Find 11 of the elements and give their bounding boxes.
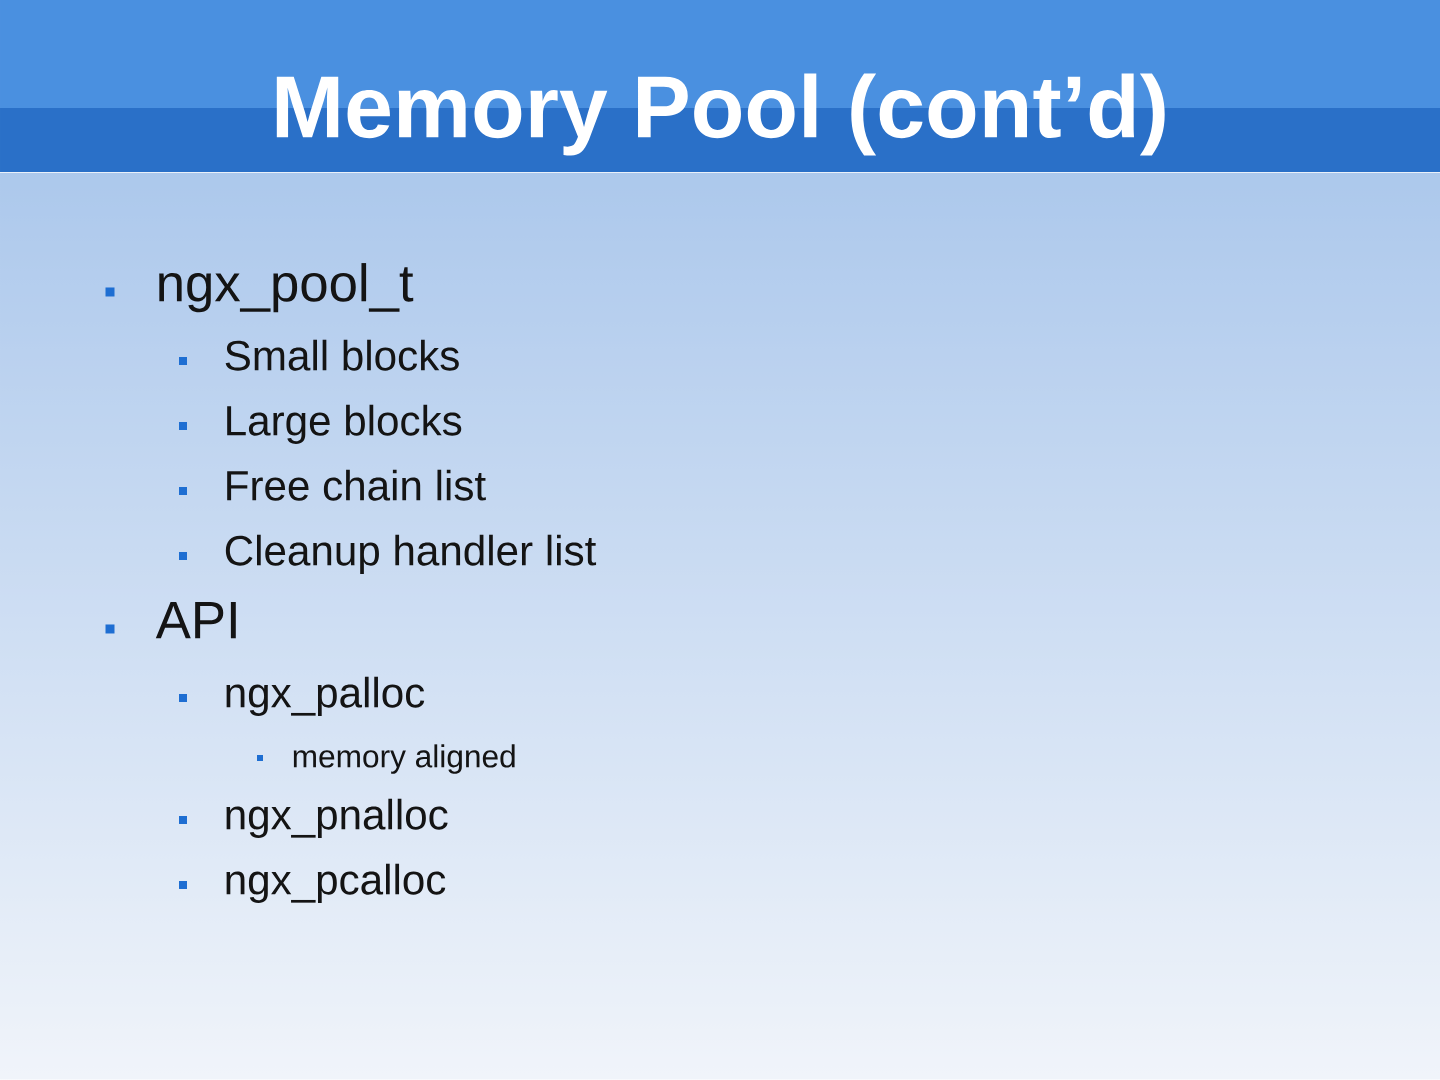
bullet-text: Small blocks (225, 339, 459, 371)
bullet-text: Cleanup handler list (225, 534, 597, 575)
bullet-text: Free chain list (227, 469, 486, 501)
bullet-text: Large blocks (227, 404, 462, 445)
bullet-text: ngx_palloc (226, 676, 425, 717)
bullet-text: API (155, 602, 236, 639)
bullet-text: ngx_pnalloc (226, 798, 448, 839)
bullet-text: memory aligned (293, 744, 515, 774)
bullet-text: ngx_pool_t (159, 263, 414, 313)
bullet-text: ngx_pcalloc (226, 863, 446, 904)
title: Memory Pool (cont’d) (276, 73, 1165, 156)
